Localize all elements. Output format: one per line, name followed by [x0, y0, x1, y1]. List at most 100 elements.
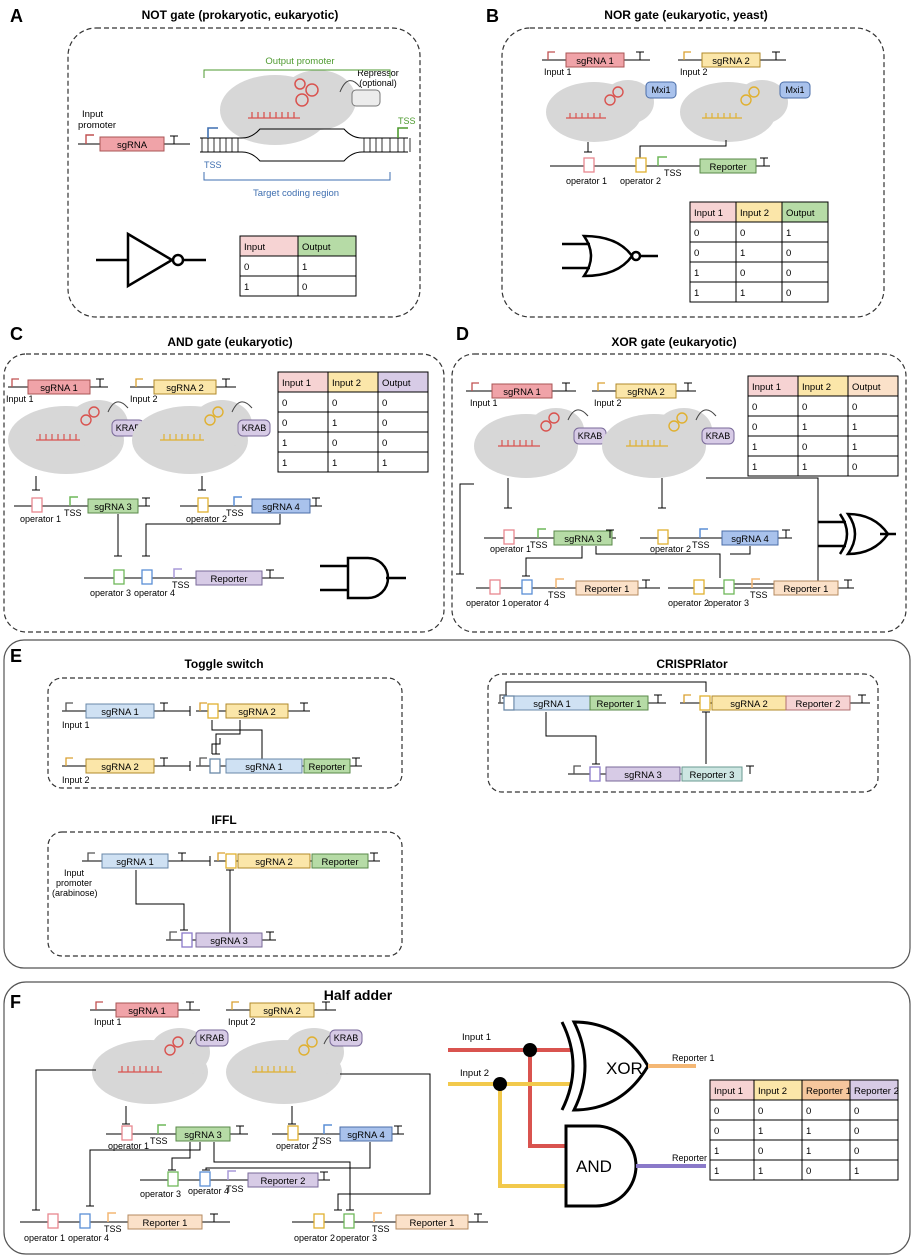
table-cell-text: 0 — [854, 1126, 859, 1137]
panel-title: NOT gate (prokaryotic, eukaryotic) — [142, 8, 339, 22]
panel-title: AND gate (eukaryotic) — [167, 335, 292, 349]
table-cell-text: 0 — [786, 268, 791, 279]
reporter1-label: Reporter 1 — [585, 584, 630, 595]
panel-title: NOR gate (eukaryotic, yeast) — [604, 8, 767, 22]
toggle-switch-title: Toggle switch — [184, 657, 263, 671]
table-header-text: Input 1 — [752, 382, 781, 393]
panel-letter: F — [10, 992, 21, 1012]
panel-b: B NOR gate (eukaryotic, yeast) sgRNA 1 I… — [486, 6, 885, 318]
table-cell-text: 0 — [786, 248, 791, 259]
panel-letter: B — [486, 6, 499, 26]
sgrna-box — [99, 136, 165, 152]
xor-label: XOR — [606, 1059, 643, 1078]
xor-gate-symbol — [818, 512, 896, 556]
table-cell-text: 1 — [282, 458, 287, 469]
table-cell — [297, 275, 357, 297]
table-cell-text: 0 — [758, 1106, 763, 1117]
table-cell-text: 0 — [244, 262, 249, 273]
and-label: AND — [576, 1157, 612, 1176]
input1-label: Input 1 — [544, 67, 572, 77]
operator1-label: operator 1 — [566, 176, 607, 186]
reporter-label: Reporter — [309, 762, 346, 773]
table-cell-text: 0 — [806, 1106, 811, 1117]
repressor-label: Repressor — [357, 68, 399, 78]
krab-label-2: KRAB — [242, 423, 267, 433]
table-header-text: Input — [244, 242, 265, 253]
panel-letter: C — [10, 324, 23, 344]
input2-label: Input 2 — [130, 394, 158, 404]
operator1-label-2: operator 1 — [466, 598, 507, 608]
tss-label: TSS — [64, 508, 82, 518]
tss-label: TSS — [664, 168, 682, 178]
table-cell-text: 1 — [854, 1166, 859, 1177]
sgrna2-label: sgRNA 2 — [627, 387, 665, 398]
table-cell-text: 0 — [740, 268, 745, 279]
input-promoter-label-2: promoter — [78, 120, 116, 131]
krab-label-2: KRAB — [706, 431, 731, 441]
krab-label: KRAB — [116, 423, 141, 433]
table-cell-text: 1 — [852, 442, 857, 453]
sgrna2-label-4: sgRNA 2 — [255, 857, 293, 868]
tss-label-2: TSS — [692, 540, 710, 550]
panel-c: C AND gate (eukaryotic) sgRNA 1 Input 1 … — [3, 324, 445, 633]
operator2-label-2: operator 2 — [668, 598, 709, 608]
table-cell-text: 1 — [244, 282, 249, 293]
table-cell-text: 1 — [714, 1146, 719, 1157]
tss-label-2: TSS — [314, 1136, 332, 1146]
reporter-label: Reporter — [211, 574, 248, 585]
operator3-label: operator 3 — [90, 588, 131, 598]
table-cell-text: 0 — [382, 438, 387, 449]
table-cell-text: 1 — [302, 262, 307, 273]
table-header-text: Output — [302, 242, 331, 253]
target-region-label: Target coding region — [253, 188, 339, 199]
table-cell-text: 1 — [852, 422, 857, 433]
table-header-text: Input 2 — [740, 208, 769, 219]
table-cell-text: 0 — [758, 1146, 763, 1157]
tss-label-4: TSS — [104, 1224, 122, 1234]
operator4-label: operator 4 — [134, 588, 175, 598]
operator2-label: operator 2 — [620, 176, 661, 186]
sgrna3-label: sgRNA 3 — [184, 1130, 222, 1141]
table-cell-text: 0 — [852, 462, 857, 473]
table-cell-text: 0 — [752, 422, 757, 433]
tss-label-4: TSS — [750, 590, 768, 600]
table-cell-text: 1 — [752, 462, 757, 473]
tss-label: TSS — [530, 540, 548, 550]
table-cell-text: 0 — [854, 1106, 859, 1117]
operator2-label: operator 2 — [186, 514, 227, 524]
iffl-input-label-2: promoter — [56, 878, 92, 888]
table-cell-text: 1 — [740, 248, 745, 259]
input-promoter-label: Input — [82, 109, 103, 120]
sgrna1-label: sgRNA 1 — [101, 707, 139, 718]
sgrna2-label: sgRNA 2 — [166, 383, 204, 394]
sgrna2-label: sgRNA 2 — [238, 707, 276, 718]
panel-letter: D — [456, 324, 469, 344]
circuit-reporter1-label: Reporter 1 — [672, 1053, 715, 1063]
and-gate-symbol — [320, 556, 406, 600]
sgrna2-label-2: sgRNA 2 — [101, 762, 139, 773]
tss-label-3: TSS — [548, 590, 566, 600]
table-cell-text: 0 — [752, 402, 757, 413]
operator4-label: operator 4 — [508, 598, 549, 608]
sgrna3-label: sgRNA 3 — [564, 534, 602, 545]
input2-label: Input 2 — [680, 67, 708, 77]
panel-f: F Half adder sgRNA 1 Input 1 sgRNA 2 Inp… — [3, 981, 911, 1255]
reporter3-label: Reporter 3 — [690, 770, 735, 781]
repressor-label-2: (optional) — [359, 78, 397, 88]
tss-arrow-icon — [207, 127, 218, 138]
table-cell-text: 0 — [802, 442, 807, 453]
operator3-label-2: operator 3 — [336, 1233, 377, 1243]
table-cell-text: 1 — [786, 228, 791, 239]
sgrna-label: sgRNA — [117, 140, 148, 151]
tss-label: TSS — [204, 160, 222, 170]
operator3-label: operator 3 — [140, 1189, 181, 1199]
panel-a: A NOT gate (prokaryotic, eukaryotic) Inp… — [10, 6, 421, 318]
table-cell-text: 1 — [758, 1166, 763, 1177]
operator1-label: operator 1 — [20, 514, 61, 524]
reporter1-label-2: Reporter 1 — [410, 1218, 455, 1229]
table-cell-text: 0 — [714, 1126, 719, 1137]
sgrna1-label-4: sgRNA 1 — [116, 857, 154, 868]
